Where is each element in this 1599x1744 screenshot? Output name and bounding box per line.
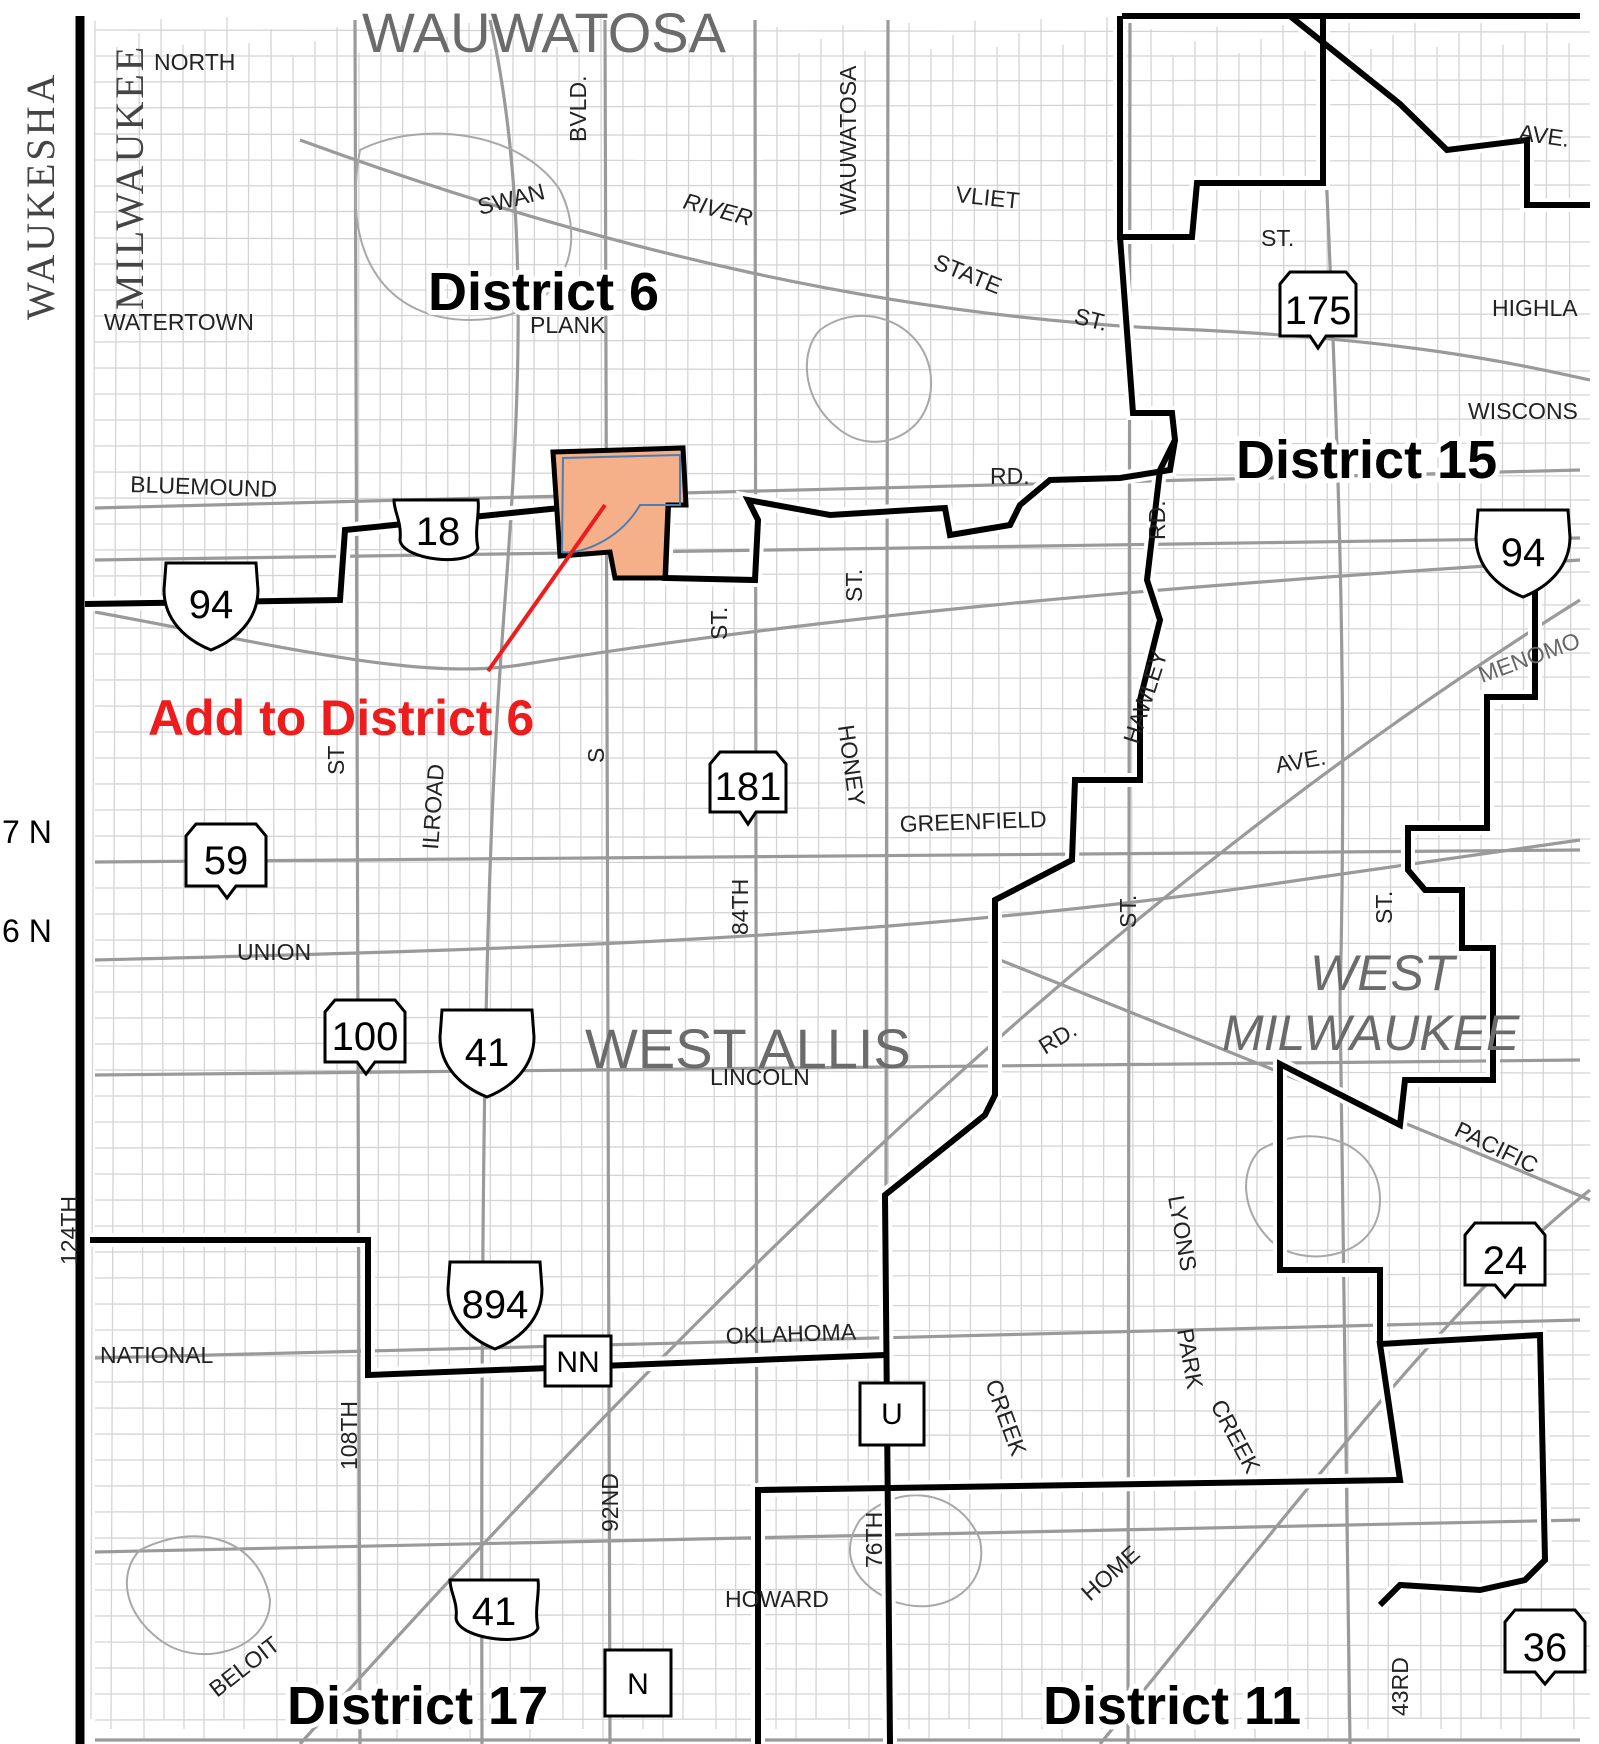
street-honey: HONEY: [833, 723, 870, 808]
street-river: RIVER: [681, 188, 756, 231]
street-43rd: 43RD: [1387, 1657, 1413, 1716]
svg-text:181: 181: [715, 765, 782, 809]
street-92nd: 92ND: [597, 1473, 623, 1532]
street-lincoln: LINCOLN: [710, 1064, 810, 1090]
shield-wi24: 24: [1463, 1221, 1547, 1300]
street-howard: HOWARD: [725, 1586, 829, 1612]
park-areas: [126, 132, 1382, 1655]
annotation-label: Add to District 6: [148, 690, 534, 746]
street-ave-greenfield: AVE.: [1273, 744, 1327, 778]
district-15-label: District 15: [1236, 430, 1497, 490]
shield-wi36: 36: [1503, 1608, 1587, 1687]
shield-i94-west: 94: [162, 561, 260, 652]
street-national: NATIONAL: [100, 1342, 214, 1368]
svg-text:N: N: [627, 1668, 649, 1701]
street-st-vliet: ST.: [1261, 225, 1294, 251]
street-greenfield: GREENFIELD: [899, 806, 1047, 837]
street-st-84a: ST.: [706, 607, 732, 640]
edge-label-6n: 6 N: [2, 913, 52, 949]
street-watertown: WATERTOWN: [104, 309, 254, 335]
city-west-milwaukee-line2: MILWAUKEE: [1222, 1005, 1520, 1061]
svg-text:100: 100: [332, 1015, 399, 1059]
street-wauwatosa: WAUWATOSA: [835, 65, 861, 215]
shield-us18: 18: [392, 498, 480, 561]
district-17-label: District 17: [287, 1676, 548, 1736]
street-st-state: ST.: [1072, 303, 1111, 336]
svg-text:94: 94: [1501, 531, 1546, 575]
street-rd-bluemound: RD.: [990, 463, 1030, 489]
shield-wi59: 59: [184, 822, 268, 901]
shield-wi181: 181: [708, 750, 788, 827]
street-swan: SWAN: [475, 178, 547, 220]
svg-text:41: 41: [472, 1590, 517, 1634]
district-11-label: District 11: [1043, 1676, 1301, 1736]
svg-text:59: 59: [204, 839, 249, 883]
annotation-leader: [486, 503, 607, 673]
street-highland: HIGHLA: [1492, 295, 1578, 321]
street-railroad: ILROAD: [417, 763, 449, 850]
city-west-allis: WEST ALLIS: [585, 1017, 911, 1080]
street-st-35: ST.: [1115, 895, 1141, 928]
district-6-label: District 6: [428, 262, 659, 322]
street-rd-hawley: RD.: [1144, 500, 1170, 540]
city-west-milwaukee-line1: WEST: [1310, 945, 1458, 1001]
shield-wi100: 100: [323, 998, 407, 1077]
svg-text:94: 94: [189, 583, 234, 627]
shield-nn: NN: [543, 1334, 613, 1388]
shield-u: U: [858, 1381, 926, 1447]
svg-text:41: 41: [465, 1031, 510, 1075]
street-union: UNION: [237, 939, 311, 965]
street-bvld: BVLD.: [565, 76, 591, 142]
street-lyons: LYONS: [1163, 1193, 1202, 1273]
street-state: STATE: [930, 249, 1005, 300]
shield-us41: 41: [448, 1578, 540, 1641]
street-s-92: S: [583, 748, 609, 763]
svg-text:36: 36: [1523, 1626, 1568, 1670]
svg-text:175: 175: [1285, 289, 1352, 333]
street-wisconsin: WISCONS: [1468, 398, 1578, 424]
shield-n: N: [603, 1648, 673, 1718]
street-creek-a: CREEK: [980, 1376, 1032, 1460]
street-st-100: ST: [323, 746, 349, 775]
shield-i894: 894: [446, 1260, 544, 1351]
edge-label-7n: 7 N: [2, 814, 52, 850]
svg-text:NN: NN: [556, 1346, 599, 1379]
street-oklahoma: OKLAHOMA: [725, 1318, 857, 1349]
county-label-milwaukee: MILWAUKEE: [107, 44, 152, 310]
street-76th: 76TH: [861, 1512, 887, 1568]
street-hawley: HAWLEY: [1118, 647, 1172, 747]
street-124th: 124TH: [56, 1196, 82, 1265]
svg-text:894: 894: [462, 1283, 529, 1327]
street-vliet: VLIET: [954, 181, 1020, 214]
shield-i41: 41: [438, 1008, 536, 1099]
svg-text:24: 24: [1483, 1239, 1528, 1283]
svg-text:18: 18: [416, 510, 461, 554]
street-108th: 108TH: [336, 1401, 362, 1470]
street-plank: PLANK: [530, 312, 606, 338]
highlight-parcel: [550, 445, 689, 581]
svg-text:U: U: [881, 1398, 903, 1431]
shield-wi175: 175: [1278, 270, 1358, 351]
highway-shields: 18 94 94 175 181 59 100 41: [162, 270, 1587, 1718]
street-st-76a: ST.: [841, 569, 867, 602]
county-label-waukesha: WAUKESHA: [18, 72, 63, 320]
street-84th: 84TH: [727, 879, 753, 935]
street-st-43: ST.: [1371, 891, 1397, 924]
street-park: PARK: [1172, 1326, 1208, 1391]
street-north: NORTH: [154, 49, 235, 75]
street-bluemound: BLUEMOUND: [130, 471, 278, 502]
district-boundaries: [84, 9, 1590, 1744]
shield-i94-east: 94: [1474, 508, 1572, 599]
city-wauwatosa: WAUWATOSA: [362, 1, 727, 64]
